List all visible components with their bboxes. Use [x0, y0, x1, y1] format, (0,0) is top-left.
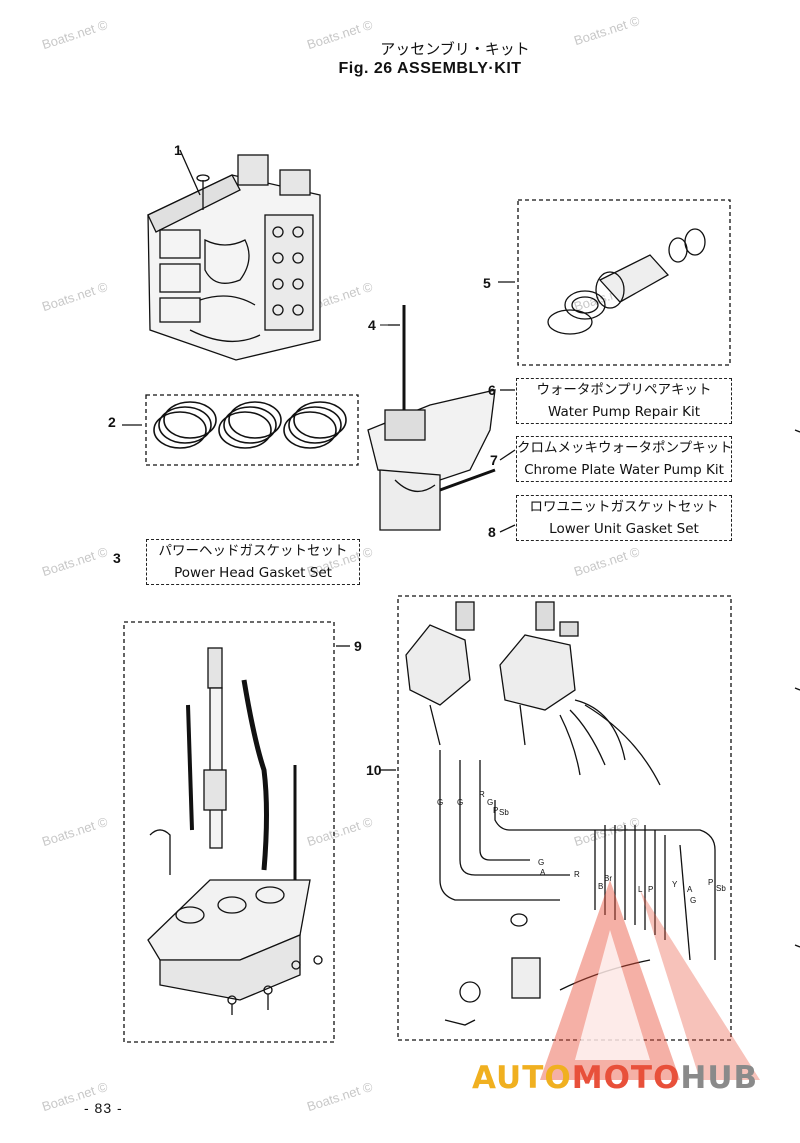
wire-label: R	[479, 790, 485, 799]
wire-label: Br	[604, 874, 612, 883]
page-title: Fig. 26 ASSEMBLY·KIT	[338, 60, 522, 77]
kit-name-jp: ウォータポンプリペアキット	[536, 382, 712, 398]
wire-label: P	[708, 878, 714, 887]
callout-5: 5	[483, 275, 491, 291]
kit-name-jp: パワーヘッドガスケットセット	[158, 543, 348, 559]
logo-text-moto: MOTO	[571, 1060, 681, 1096]
wire-label: G	[538, 858, 545, 867]
water-pump-box	[517, 199, 731, 366]
kit-box-water-pump-repair: ウォータポンプリペアキット Water Pump Repair Kit	[516, 378, 732, 424]
water-pump-drawing	[547, 228, 706, 335]
callout-2: 2	[108, 414, 116, 430]
autmotohub-logo: AUTOMOTOHUB	[472, 1060, 758, 1096]
power-head-drawing	[147, 149, 321, 361]
callout-7: 7	[490, 452, 498, 468]
wire-label: R	[574, 870, 580, 879]
wire-label: Sb	[716, 884, 726, 893]
remote-control-box	[397, 595, 732, 1041]
wire-label: L	[638, 885, 643, 894]
kit-name-en: Chrome Plate Water Pump Kit	[524, 462, 724, 478]
logo-text-hub: HUB	[680, 1060, 759, 1096]
callout-10: 10	[366, 762, 382, 778]
wire-label: A	[540, 868, 546, 877]
callout-9: 9	[354, 638, 362, 654]
kit-name-jp: クロムメッキウォータポンプキット	[517, 440, 733, 456]
piston-rings-drawing	[153, 401, 347, 449]
piston-ring-box	[145, 394, 359, 466]
callout-4: 4	[368, 317, 376, 333]
page-number: - 83 -	[84, 1100, 123, 1116]
wire-label: P	[648, 885, 654, 894]
wire-label: G	[457, 798, 464, 807]
kit-box-lower-unit-gasket: ロワユニットガスケットセット Lower Unit Gasket Set	[516, 495, 732, 541]
wire-label: A	[687, 885, 693, 894]
callout-1: 1	[174, 142, 182, 158]
wire-label: G	[690, 896, 697, 905]
wire-label: Sb	[499, 808, 509, 817]
kit-name-jp: ロワユニットガスケットセット	[529, 499, 719, 515]
kit-name-en: Lower Unit Gasket Set	[549, 521, 699, 537]
drive-shaft-box	[123, 621, 335, 1043]
wire-label: B	[598, 882, 604, 891]
drive-shaft-drawing	[147, 647, 323, 1015]
wire-label: P	[493, 806, 499, 815]
kit-box-power-head-gasket: パワーヘッドガスケットセット Power Head Gasket Set	[146, 539, 360, 585]
kit-name-en: Power Head Gasket Set	[174, 565, 332, 581]
wire-label: G	[487, 798, 494, 807]
logo-mark	[540, 880, 760, 1080]
remote-control-drawing	[405, 601, 716, 1026]
callout-3: 3	[113, 550, 121, 566]
lower-unit-drawing	[367, 305, 496, 531]
page-title-japanese: アッセンブリ・キット	[380, 40, 530, 58]
wire-label: G	[437, 798, 444, 807]
callout-8: 8	[488, 524, 496, 540]
kit-name-en: Water Pump Repair Kit	[547, 404, 701, 420]
wire-label: Y	[672, 880, 678, 889]
logo-text-auto: AUTO	[472, 1060, 572, 1096]
callout-6: 6	[488, 382, 496, 398]
kit-box-chrome-plate-water-pump: クロムメッキウォータポンプキット Chrome Plate Water Pump…	[516, 436, 733, 482]
